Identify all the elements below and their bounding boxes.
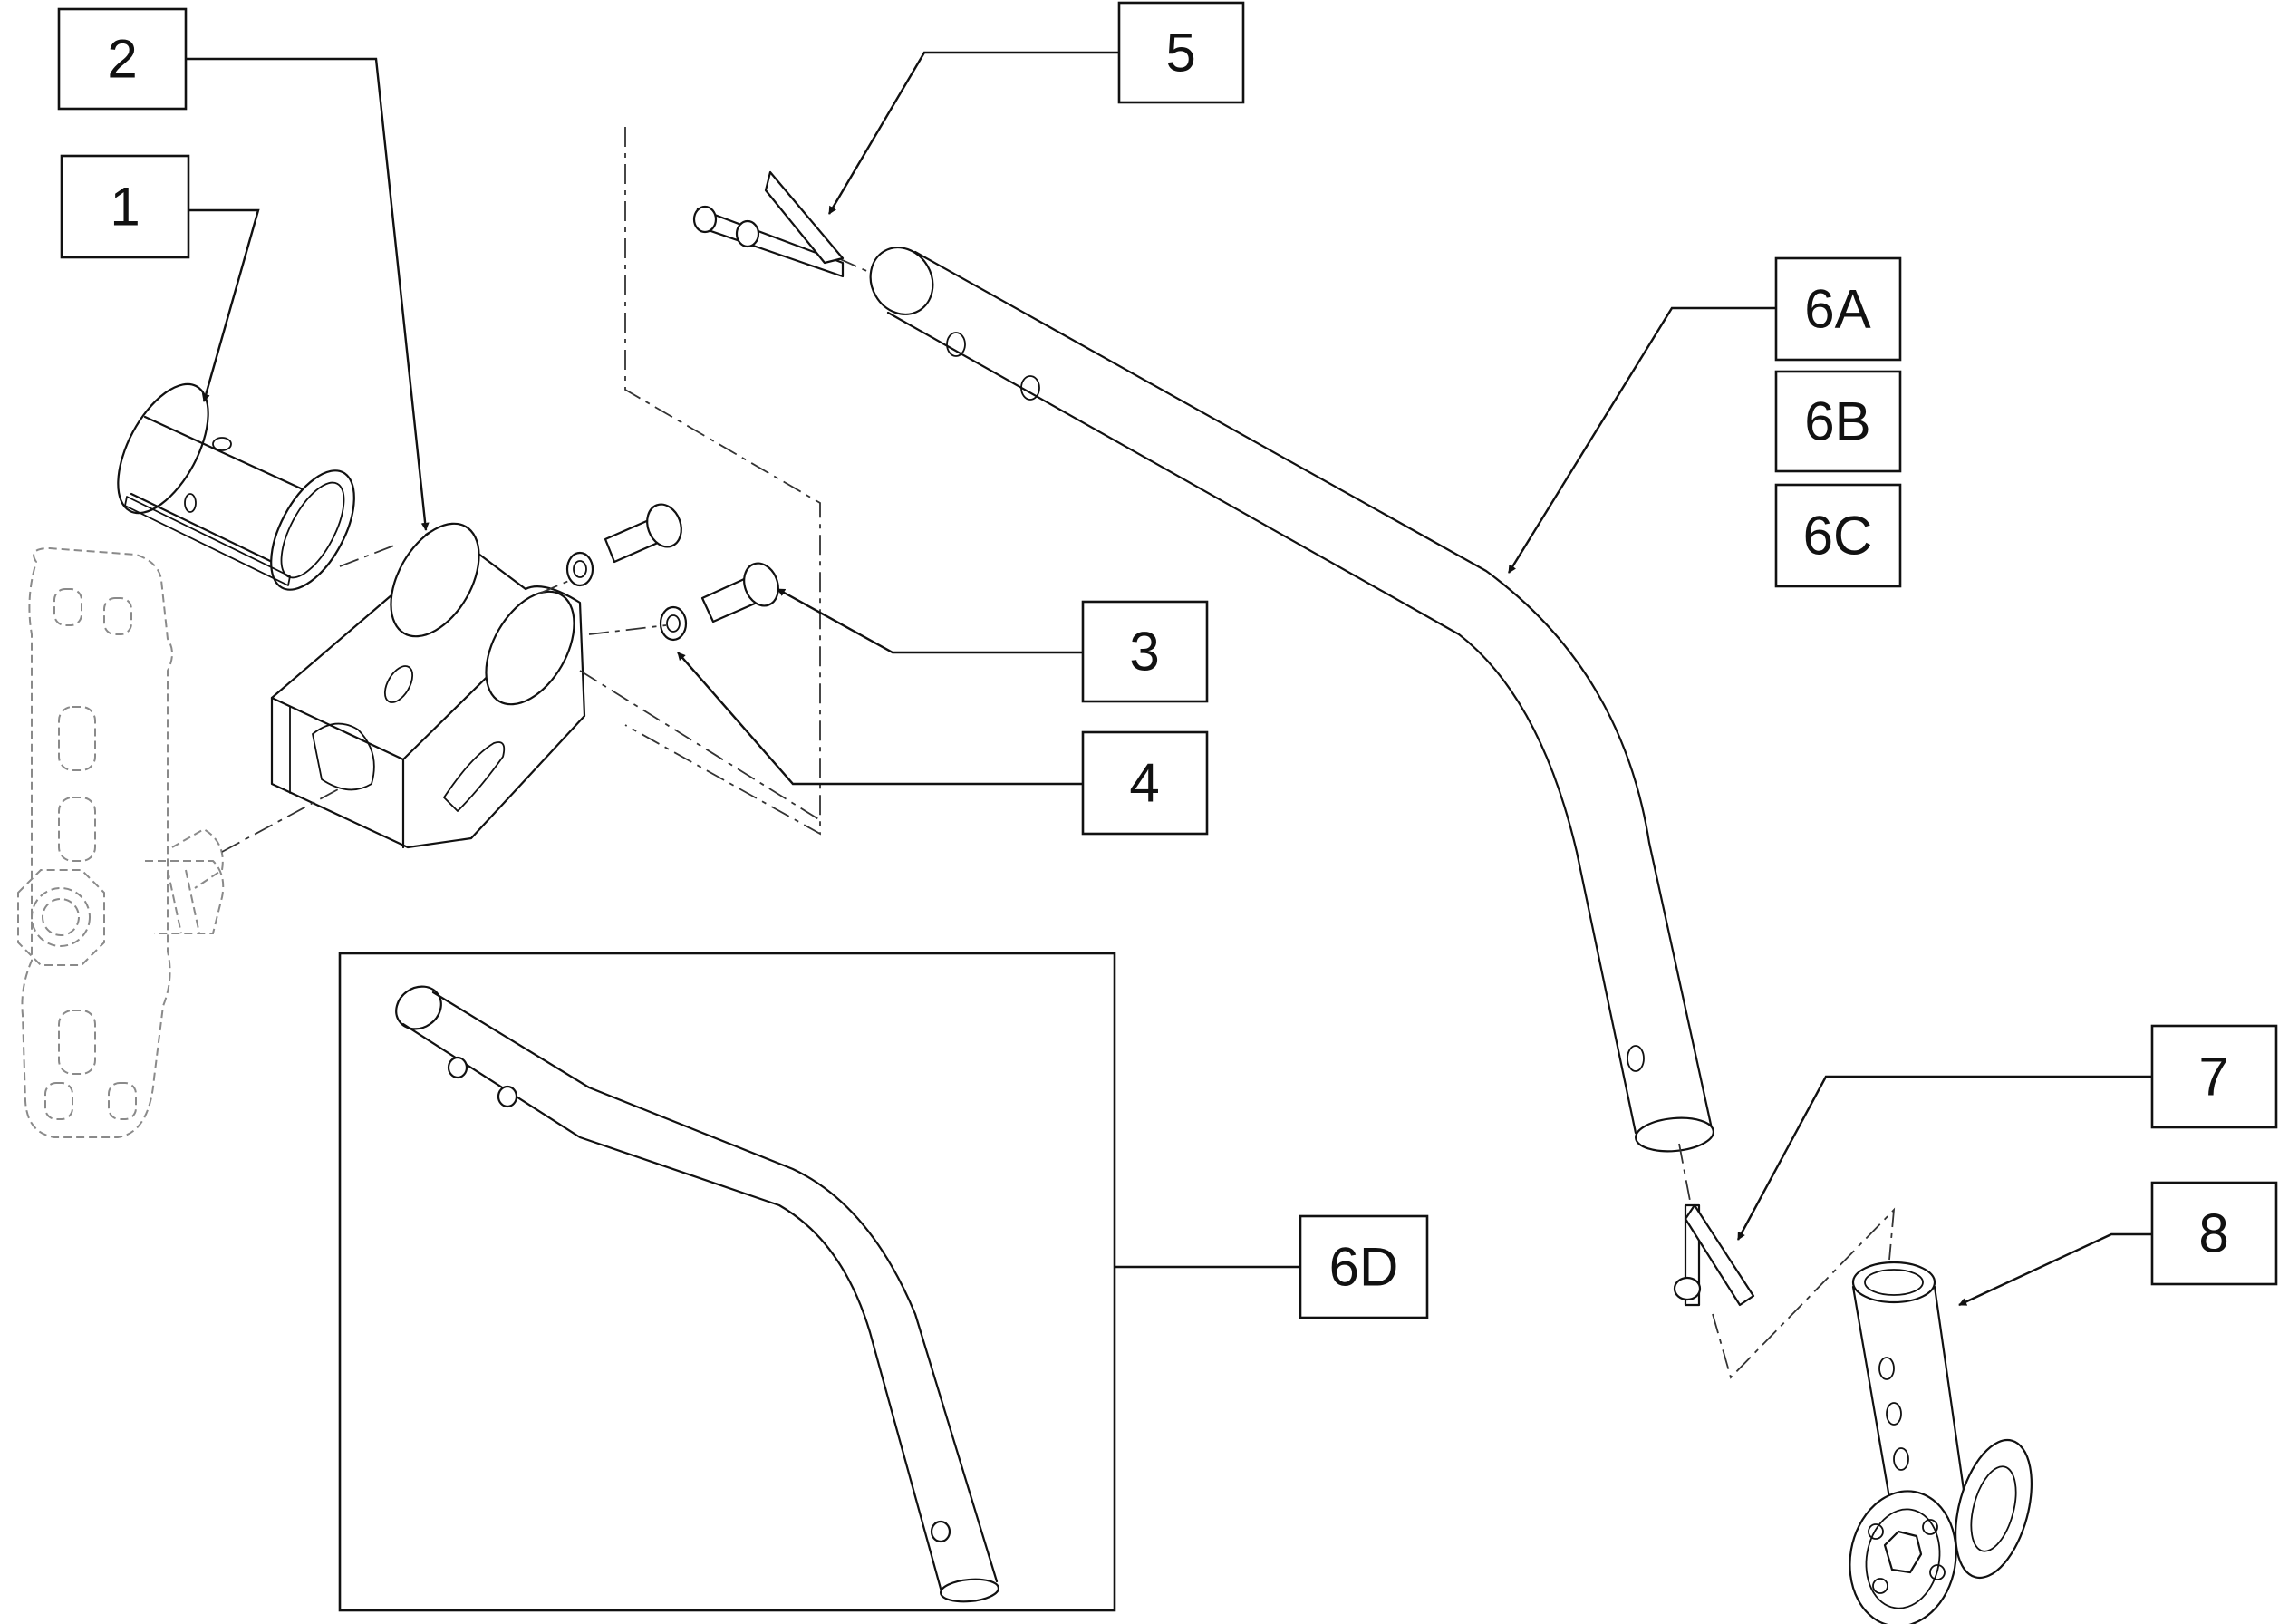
svg-text:6B: 6B (1804, 392, 1870, 452)
shaft-stub (171, 827, 224, 889)
callout-6c: 6C (1774, 483, 1902, 588)
callout-8: 8 (2150, 1181, 2278, 1286)
svg-text:6C: 6C (1803, 506, 1873, 566)
svg-text:6A: 6A (1804, 279, 1870, 340)
callout-6b: 6B (1774, 370, 1902, 473)
svg-text:7: 7 (2198, 1047, 2228, 1107)
assembly-outline-upper (624, 127, 821, 836)
part-5-clip (692, 170, 845, 278)
assembly-lines (221, 257, 880, 853)
part-6d-tube (395, 985, 999, 1603)
part-7-clip (1673, 1143, 1896, 1379)
svg-text:1: 1 (110, 177, 140, 237)
callout-2: 2 (57, 7, 188, 111)
svg-text:6D: 6D (1329, 1237, 1399, 1298)
part-6-main-tube (869, 246, 1714, 1153)
svg-text:5: 5 (1165, 23, 1195, 83)
bolt-upper (565, 503, 682, 587)
svg-text:8: 8 (2198, 1204, 2228, 1264)
callout-5: 5 (1117, 1, 1245, 104)
callout-1: 1 (60, 154, 190, 259)
callout-4: 4 (1081, 730, 1209, 836)
part-8-caster (1849, 1261, 2033, 1624)
frame-plate-ghost (17, 546, 225, 1138)
callout-7: 7 (2150, 1024, 2278, 1129)
part-3-bolt (700, 562, 779, 624)
callout-6d: 6D (1299, 1214, 1429, 1320)
svg-text:2: 2 (107, 29, 137, 90)
part-4-washer (659, 605, 688, 642)
svg-text:4: 4 (1129, 753, 1159, 814)
callout-3: 3 (1081, 600, 1209, 703)
leader-lines (186, 51, 2152, 1307)
inset-frame (338, 952, 1116, 1612)
callout-6a: 6A (1774, 256, 1902, 362)
part-2-clamp-block (270, 522, 586, 849)
svg-text:3: 3 (1129, 622, 1159, 682)
part-1-sleeve (117, 382, 355, 591)
